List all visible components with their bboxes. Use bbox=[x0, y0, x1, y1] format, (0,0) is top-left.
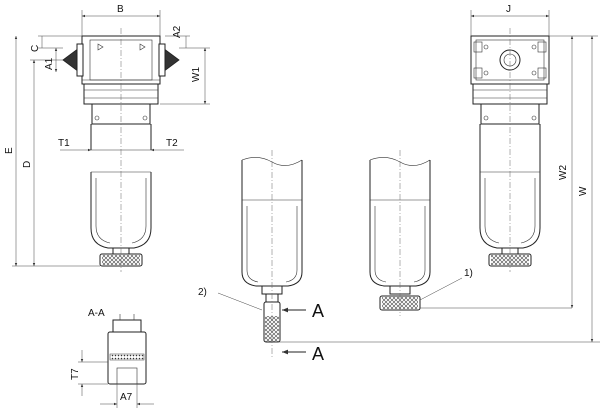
bowl-variant-auto-drain: 1) bbox=[369, 150, 572, 316]
dim-label-C: C bbox=[30, 45, 41, 52]
front-view-filter: B C A1 A2 W1 E D T1 T2 bbox=[4, 4, 210, 272]
note-2: 2) bbox=[198, 287, 207, 298]
dim-label-T2: T2 bbox=[166, 138, 178, 149]
dim-label-T7: T7 bbox=[70, 368, 81, 380]
dim-label-T1: T1 bbox=[58, 138, 70, 149]
dim-label-B: B bbox=[117, 4, 124, 15]
side-view-filter: J W2 W bbox=[470, 4, 598, 342]
dim-label-D: D bbox=[22, 161, 33, 168]
section-mark-A-lower: A bbox=[312, 344, 324, 364]
note-1: 1) bbox=[464, 268, 473, 279]
section-mark-A-upper: A bbox=[312, 301, 324, 321]
dim-label-A2: A2 bbox=[172, 25, 183, 38]
dim-label-J: J bbox=[506, 4, 511, 15]
dim-label-W1: W1 bbox=[191, 67, 202, 82]
dim-label-A1: A1 bbox=[44, 57, 55, 70]
section-view-A-A: A-A T7 A7 bbox=[70, 308, 154, 408]
bowl-variant-manual-drain: 2) A A bbox=[198, 150, 600, 364]
dim-label-E: E bbox=[4, 147, 15, 154]
dim-label-W2: W2 bbox=[558, 165, 569, 180]
dim-label-W: W bbox=[578, 186, 589, 196]
section-title-AA: A-A bbox=[88, 308, 105, 319]
dim-label-A7: A7 bbox=[120, 392, 133, 403]
